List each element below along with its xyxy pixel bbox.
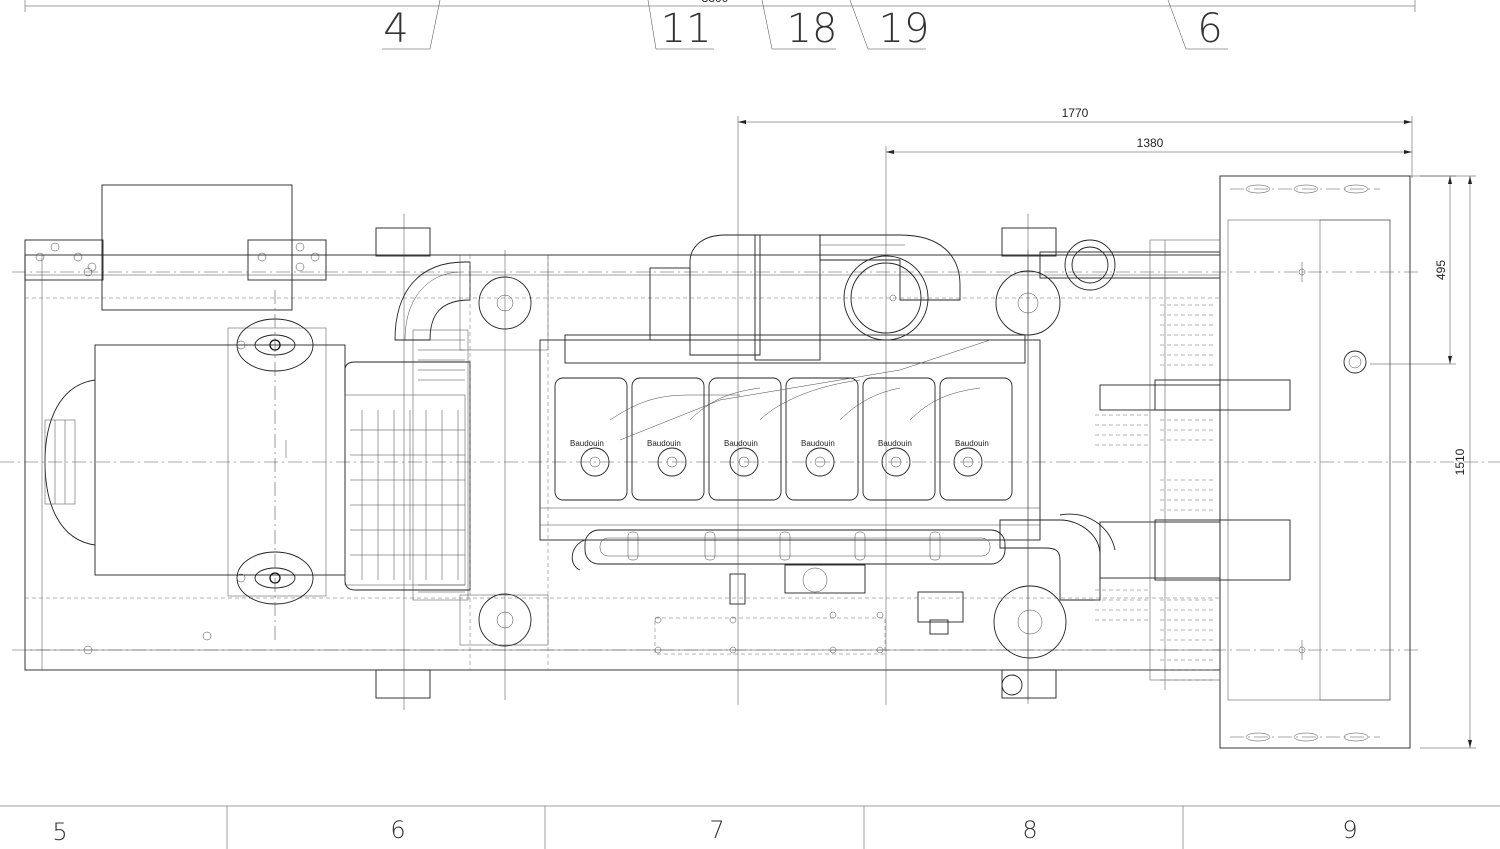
engine-front-end xyxy=(993,239,1221,696)
dimension-overall-label: 3300 xyxy=(702,0,729,5)
balloon-4: 4 xyxy=(383,6,408,52)
balloon-18: 18 xyxy=(787,6,838,52)
brand-label-4: Baudouin xyxy=(801,439,835,448)
dimension-1380: 1380 xyxy=(885,136,1412,262)
grid-zone-6: 6 xyxy=(390,816,405,844)
balloon-6: 6 xyxy=(1197,6,1222,52)
base-frame xyxy=(0,254,1500,671)
construction-lines xyxy=(469,240,1029,705)
engine-block: Baudouin Baudouin Baudouin Baudouin Baud… xyxy=(539,234,1041,655)
housing-grid xyxy=(350,410,465,580)
grid-zone-strip: 5 6 7 8 9 xyxy=(0,805,1500,849)
brand-label-1: Baudouin xyxy=(570,439,604,448)
dimension-1380-label: 1380 xyxy=(1137,136,1164,150)
grid-zone-9: 9 xyxy=(1342,816,1357,844)
brand-label-6: Baudouin xyxy=(955,439,989,448)
grid-zone-8: 8 xyxy=(1022,816,1037,844)
balloon-11: 11 xyxy=(661,6,712,52)
balloon-leaders: 4 11 18 19 6 xyxy=(382,0,1228,52)
alternator xyxy=(24,184,346,655)
radiator xyxy=(1095,175,1411,749)
dimension-1770: 1770 xyxy=(737,106,1413,240)
grid-zone-7: 7 xyxy=(709,816,724,844)
brand-label-3: Baudouin xyxy=(724,439,758,448)
cylinder-heads: Baudouin Baudouin Baudouin Baudouin Baud… xyxy=(554,377,1013,501)
dimension-495-label: 495 xyxy=(1434,260,1448,280)
grid-zone-5: 5 xyxy=(52,818,67,846)
brand-label-5: Baudouin xyxy=(878,439,912,448)
flywheel-housing xyxy=(344,254,549,647)
top-dimension: 3300 xyxy=(24,0,1416,12)
dimension-1770-label: 1770 xyxy=(1062,106,1089,120)
brand-label-2: Baudouin xyxy=(647,439,681,448)
dimension-495: 495 xyxy=(1370,175,1456,365)
radiator-slots xyxy=(1095,304,1215,681)
balloon-19: 19 xyxy=(879,6,930,52)
